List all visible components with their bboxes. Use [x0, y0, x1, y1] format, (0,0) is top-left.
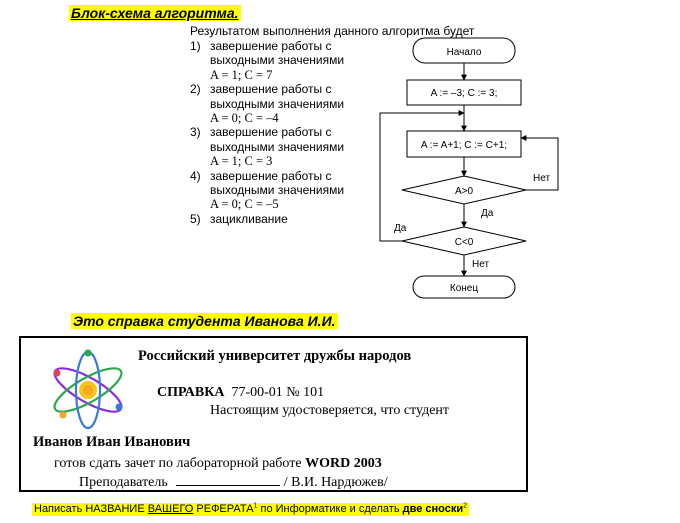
certify-text: Настоящим удостоверяется, что студент: [210, 403, 450, 418]
no1-label: Нет: [533, 173, 550, 184]
question-text: Результатом выполнения данного алгоритма…: [190, 24, 475, 38]
teacher-label: Преподаватель: [79, 475, 168, 490]
init-label: A := –3; C := 3;: [431, 88, 498, 99]
certificate-number: СПРАВКА 77-00-01 № 101: [157, 385, 324, 401]
answer-line1: зацикливание: [210, 211, 288, 226]
answer-number: 5): [190, 211, 201, 226]
yes2-label: Да: [394, 223, 407, 234]
yes1-label: Да: [481, 208, 494, 219]
answer-line1: завершение работы с: [210, 168, 332, 183]
cond2-label: C<0: [455, 237, 474, 248]
step-process: [406, 130, 522, 158]
heading-certificate: Это справка студента Иванова И.И.: [71, 313, 338, 329]
student-name: Иванов Иван Иванович: [33, 434, 191, 450]
heading-flowchart: Блок-схема алгоритма.: [69, 5, 241, 21]
answer-item: 5) зацикливание: [190, 212, 370, 226]
spravka-num: 77-00-01 № 101: [231, 385, 325, 400]
answer-number: 3): [190, 125, 201, 140]
answer-vals: A = 1; C = 7: [210, 67, 273, 82]
footer-instruction: Написать НАЗВАНИЕ ВАШЕГО РЕФЕРАТА1 по Ин…: [32, 502, 470, 516]
flowchart: Начало A := –3; C := 3; A := A+1; C := C…: [379, 37, 559, 299]
ready-text: готов сдать зачет по лабораторной работе…: [54, 456, 382, 471]
loop-yes-arrow: [379, 110, 465, 242]
answer-line1: завершение работы с: [210, 39, 332, 53]
signature-blank: [175, 473, 280, 486]
ready-subject: WORD 2003: [305, 456, 382, 471]
teacher-line: Преподаватель / В.И. Нардюжев/: [79, 473, 388, 491]
step-label: A := A+1; C := C+1;: [421, 140, 507, 151]
end-terminal: [412, 275, 516, 299]
spravka-word: СПРАВКА: [157, 385, 225, 400]
end-label: Конец: [450, 283, 478, 294]
start-label: Начало: [447, 47, 482, 58]
answer-line1: завершение работы с: [210, 125, 332, 140]
answer-number: 4): [190, 168, 201, 183]
answer-line1: завершение работы с: [210, 82, 332, 97]
cond1-label: A>0: [455, 186, 474, 197]
teacher-name: / В.И. Нардюжев/: [283, 475, 388, 490]
answer-vals: A = 0; C = –4: [210, 111, 279, 126]
atom-logo-icon: [53, 349, 123, 430]
answer-line2: выходными значениями: [210, 139, 345, 154]
answer-line2: выходными значениями: [210, 96, 345, 111]
certificate-box: [19, 336, 528, 492]
answer-number: 2): [190, 82, 201, 97]
answer-vals: A = 1; C = 3: [210, 154, 273, 169]
university-name: Российский университет дружбы народов: [138, 348, 412, 364]
answer-number: 1): [190, 39, 201, 53]
answer-line2: выходными значениями: [210, 53, 345, 68]
answer-vals: A = 0; C = –5: [210, 197, 279, 212]
answer-line2: выходными значениями: [210, 183, 345, 198]
loop-no-arrow: [520, 135, 559, 191]
no2-label: Нет: [472, 259, 489, 270]
